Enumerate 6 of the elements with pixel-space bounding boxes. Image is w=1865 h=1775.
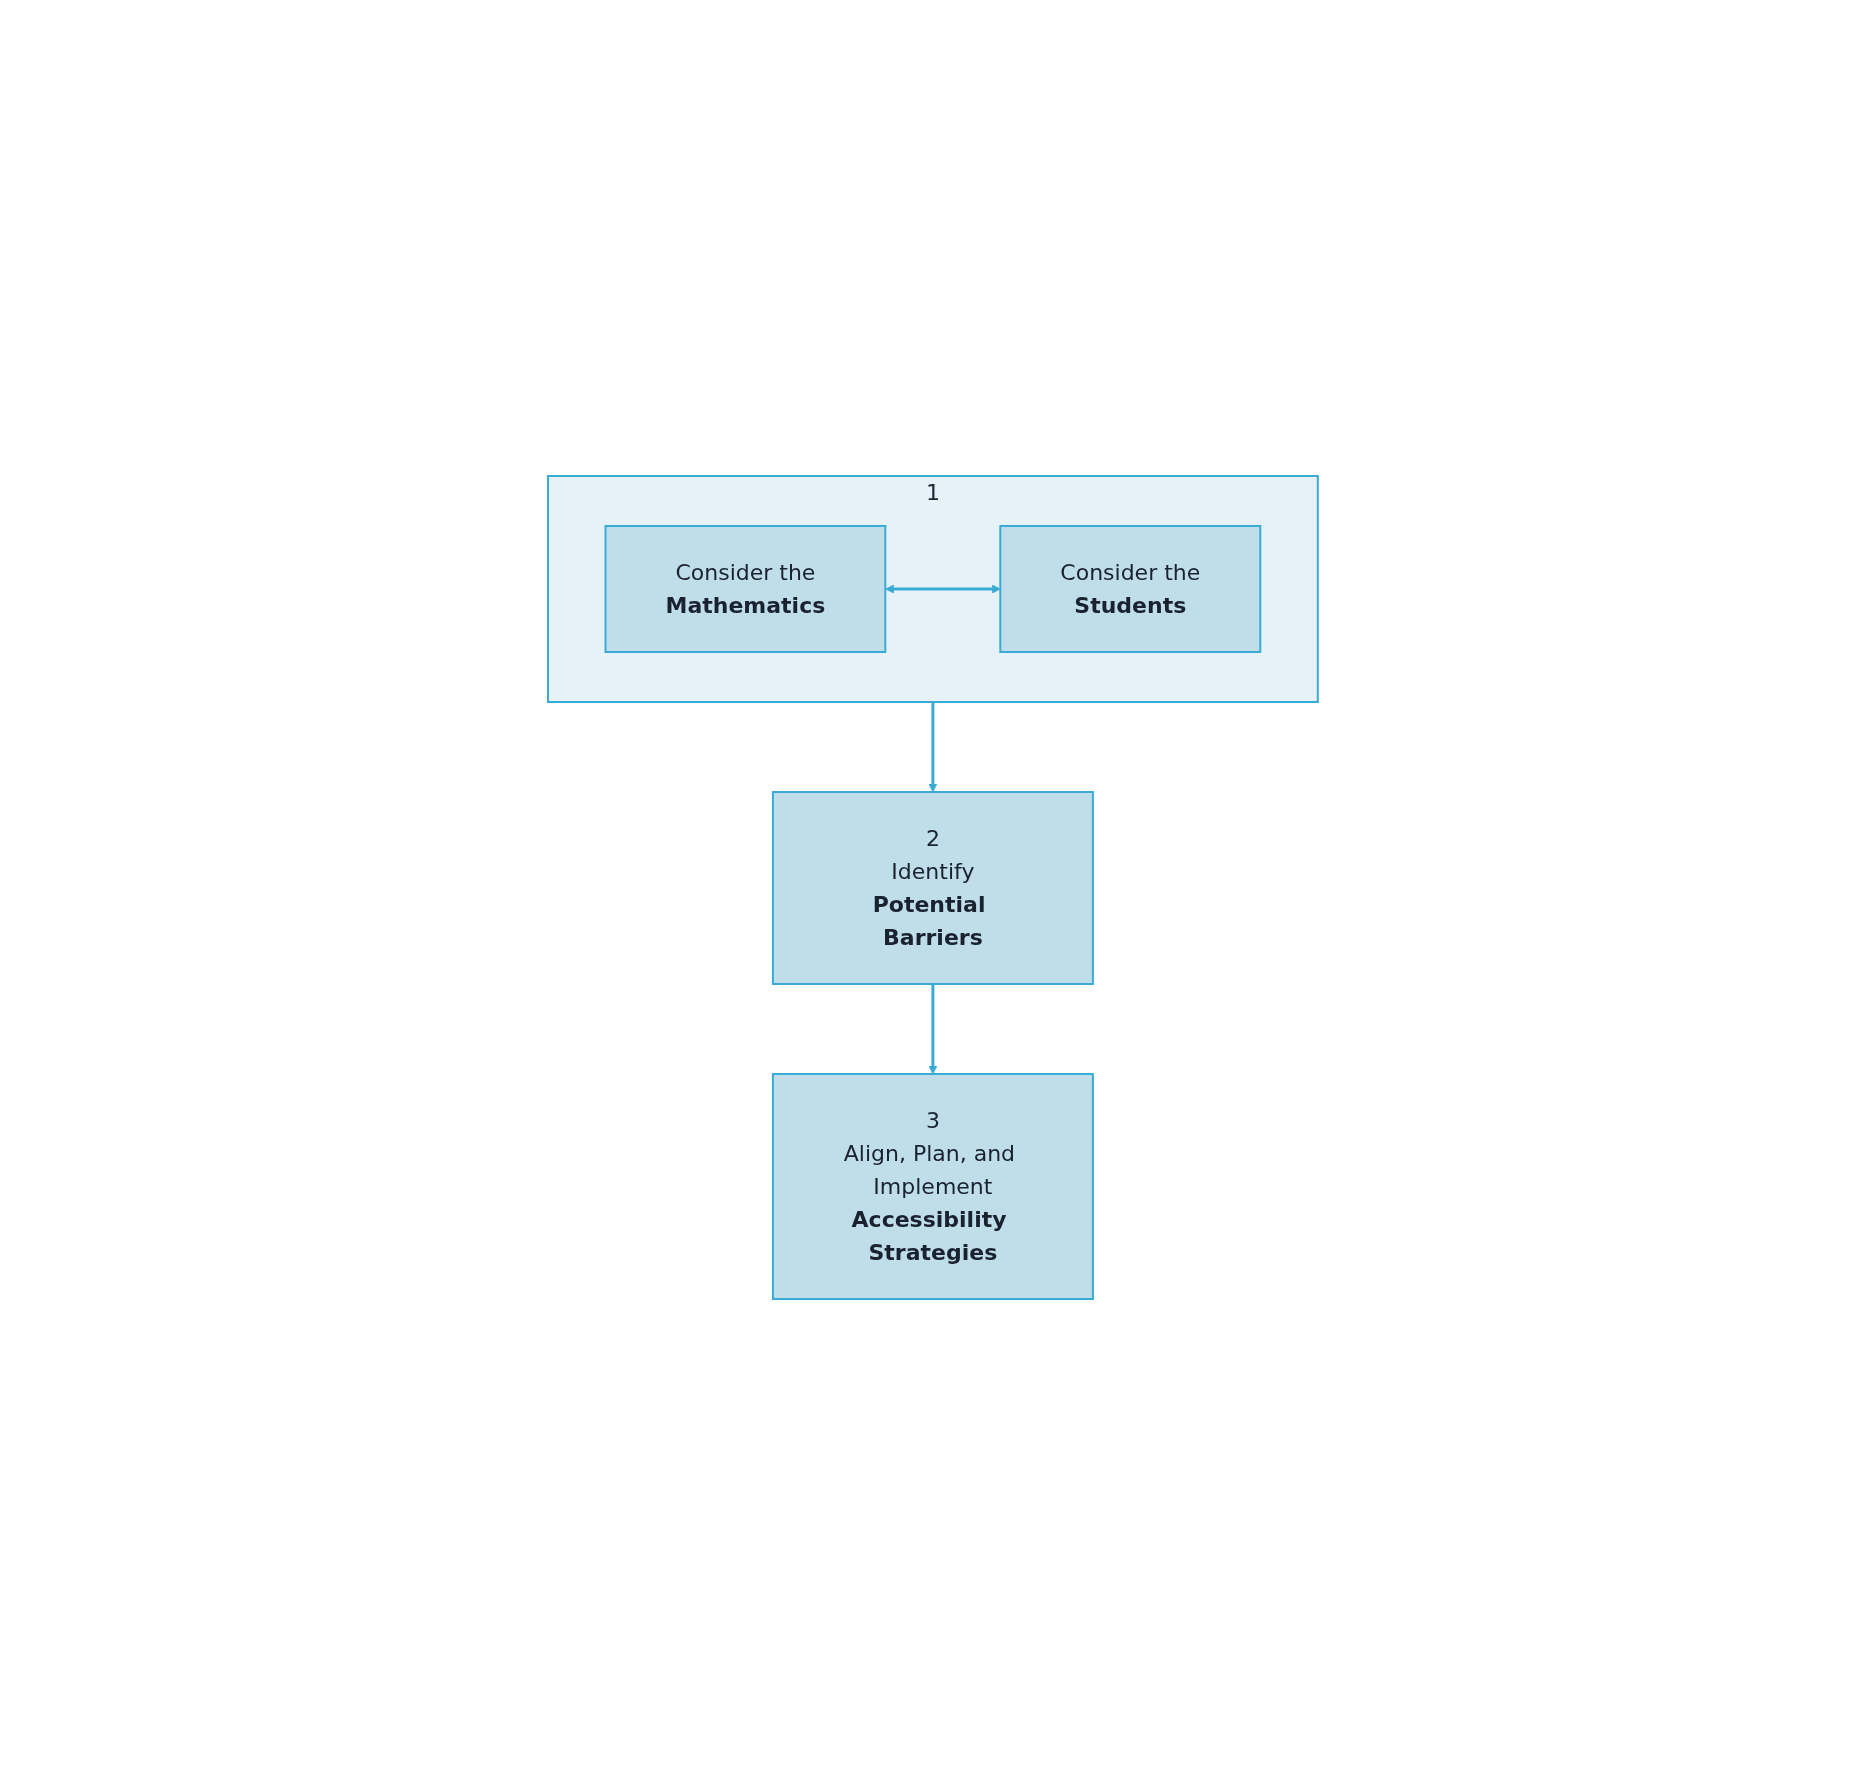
node-box: Consider the Mathematics xyxy=(604,525,886,653)
node-box: Consider the Students xyxy=(998,525,1261,653)
node-box: 2 Identify Potential Barriers xyxy=(771,791,1094,985)
node-box: 3 Align, Plan, and Implement Accessibility Strategies xyxy=(771,1073,1094,1300)
arrow xyxy=(928,984,937,1075)
arrow xyxy=(928,702,937,793)
